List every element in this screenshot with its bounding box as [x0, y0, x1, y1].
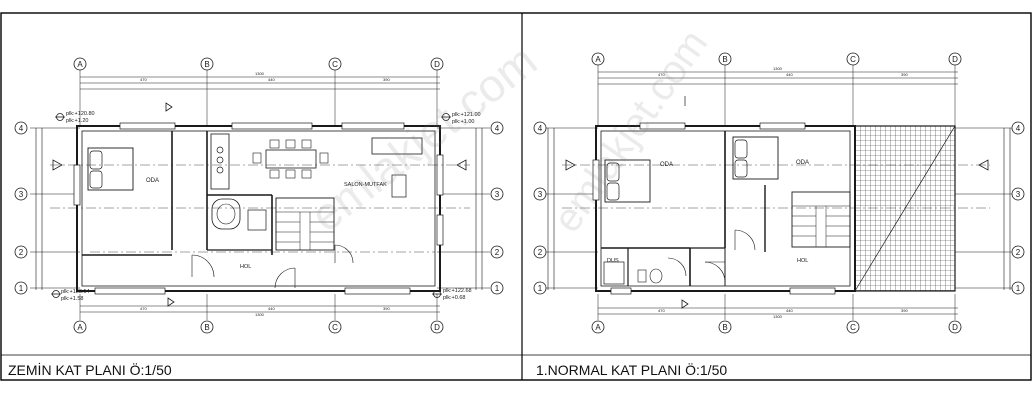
grid-label: C — [850, 323, 856, 332]
grid-label: 3 — [1016, 190, 1021, 199]
room-label-dus: DUS — [607, 258, 619, 264]
dimension-label: 470 — [140, 306, 147, 311]
normal-floor-plan — [540, 65, 1018, 320]
room-label-hol: HOL — [240, 264, 251, 270]
grid-bubble-a-bottom — [73, 320, 87, 334]
room-label-oda: ODA — [660, 162, 673, 168]
grid-label: B — [722, 323, 727, 332]
grid-label: C — [332, 323, 338, 332]
grid-label: 4 — [19, 124, 24, 133]
dimension-label: 1300 — [255, 312, 265, 317]
room-label-hol: HOL — [797, 258, 808, 264]
grid-label: 4 — [1016, 124, 1021, 133]
grid-label: 1 — [1016, 284, 1021, 293]
grid-bubble-b-top — [200, 57, 214, 71]
elevation-label: plk:+1.00 — [452, 119, 474, 125]
grid-label: A — [77, 60, 83, 69]
grid-label: D — [952, 55, 958, 64]
dimension-label: 1300 — [773, 66, 783, 71]
dimension-label: 440 — [786, 308, 793, 313]
ground-grid-bubbles — [14, 57, 504, 334]
sheet-frame — [0, 12, 1032, 381]
grid-label: 3 — [19, 190, 24, 199]
grid-label: 1 — [19, 284, 24, 293]
ground-floor-plan — [30, 70, 490, 320]
grid-label: 1 — [538, 284, 543, 293]
grid-label: 2 — [495, 248, 500, 257]
grid-label: C — [850, 55, 856, 64]
plan-title-normal: 1.NORMAL KAT PLANI Ö:1/50 — [536, 362, 728, 378]
grid-label: D — [434, 60, 440, 69]
grid-label: A — [77, 323, 83, 332]
grid-label: B — [722, 55, 727, 64]
elevation-label: plk:+0.68 — [443, 295, 465, 301]
grid-label: D — [434, 323, 440, 332]
dimension-label: 1300 — [255, 71, 265, 76]
grid-bubble-d-bottom — [430, 320, 444, 334]
room-label-salon: SALON-MUTFAK — [344, 182, 387, 188]
elevation-label: plk:+121.00 — [452, 112, 481, 118]
grid-bubble-d-top — [430, 57, 444, 71]
dimension-label: 390 — [901, 308, 908, 313]
grid-label: 2 — [1016, 248, 1021, 257]
grid-label: C — [332, 60, 338, 69]
grid-label: 3 — [495, 190, 500, 199]
dimension-label: 470 — [658, 308, 665, 313]
dimension-label: 470 — [658, 72, 665, 77]
grid-label: 2 — [538, 248, 543, 257]
normal-grid-bubbles — [533, 52, 1025, 334]
dimension-label: 390 — [383, 77, 390, 82]
dimension-label: 440 — [268, 77, 275, 82]
grid-label: B — [204, 323, 209, 332]
dimension-label: 470 — [140, 77, 147, 82]
grid-label: 2 — [19, 248, 24, 257]
grid-bubble-b-bottom — [200, 320, 214, 334]
dimension-label: 390 — [383, 306, 390, 311]
grid-label: 1 — [495, 284, 500, 293]
room-label-oda: ODA — [796, 160, 809, 166]
room-label-oda: ODA — [146, 178, 159, 184]
grid-bubble-a-top — [73, 57, 87, 71]
grid-label: B — [204, 60, 209, 69]
elevation-label: plk:+1.20 — [66, 118, 88, 124]
dimension-label: 1300 — [773, 314, 783, 319]
elevation-label: plk:+122.68 — [443, 288, 472, 294]
grid-label: A — [595, 323, 601, 332]
grid-label: 3 — [538, 190, 543, 199]
grid-label: 4 — [538, 124, 543, 133]
grid-label: A — [595, 55, 601, 64]
grid-bubble-c-bottom — [328, 320, 342, 334]
grid-label: 4 — [495, 124, 500, 133]
dimension-label: 440 — [268, 306, 275, 311]
elevation-label: plk:+120.80 — [66, 111, 95, 117]
dimension-label: 440 — [786, 72, 793, 77]
dimension-label: 390 — [901, 72, 908, 77]
elevation-label: plk:+1.58 — [61, 296, 83, 302]
grid-bubble-c-top — [328, 57, 342, 71]
grid-label: D — [952, 323, 958, 332]
elevation-label: plk:+123.54 — [61, 289, 90, 295]
plan-title-ground: ZEMİN KAT PLANI Ö:1/50 — [8, 362, 172, 378]
